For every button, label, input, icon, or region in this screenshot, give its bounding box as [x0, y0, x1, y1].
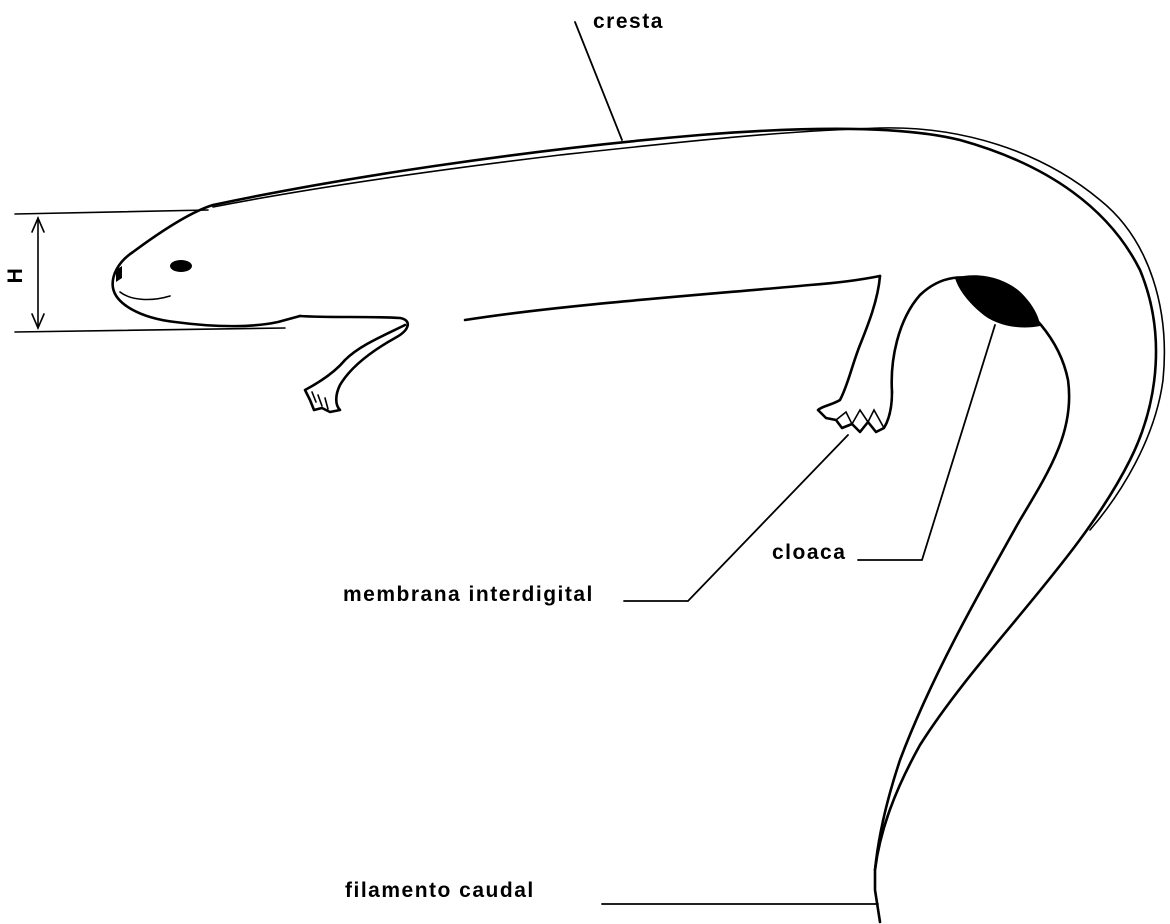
caudal-filament-label: filamento caudal	[345, 879, 535, 902]
interdigital-membrane-webbing	[836, 410, 884, 428]
mouth	[120, 292, 170, 299]
height-top-line	[15, 210, 208, 214]
front-leg	[300, 316, 408, 412]
cloaca-leader-line	[858, 325, 995, 560]
crest-label: cresta	[593, 10, 664, 33]
interdigital-membrane-leader-line	[624, 435, 848, 601]
interdigital-membrane-label: membrana interdigital	[343, 583, 594, 606]
height-label: H	[4, 267, 27, 284]
body-dorsal-outline	[113, 129, 1156, 922]
height-bottom-line	[15, 328, 285, 332]
crest-leader-line	[575, 22, 622, 140]
dorsal-crest-line	[213, 128, 1164, 530]
cloaca-shape	[955, 275, 1040, 327]
cloaca-label: cloaca	[772, 541, 846, 564]
hind-leg	[818, 276, 892, 432]
tail-ventral-outline	[875, 277, 1069, 870]
front-toes	[312, 392, 328, 409]
body-ventral-line	[465, 276, 880, 320]
eye	[170, 260, 192, 272]
